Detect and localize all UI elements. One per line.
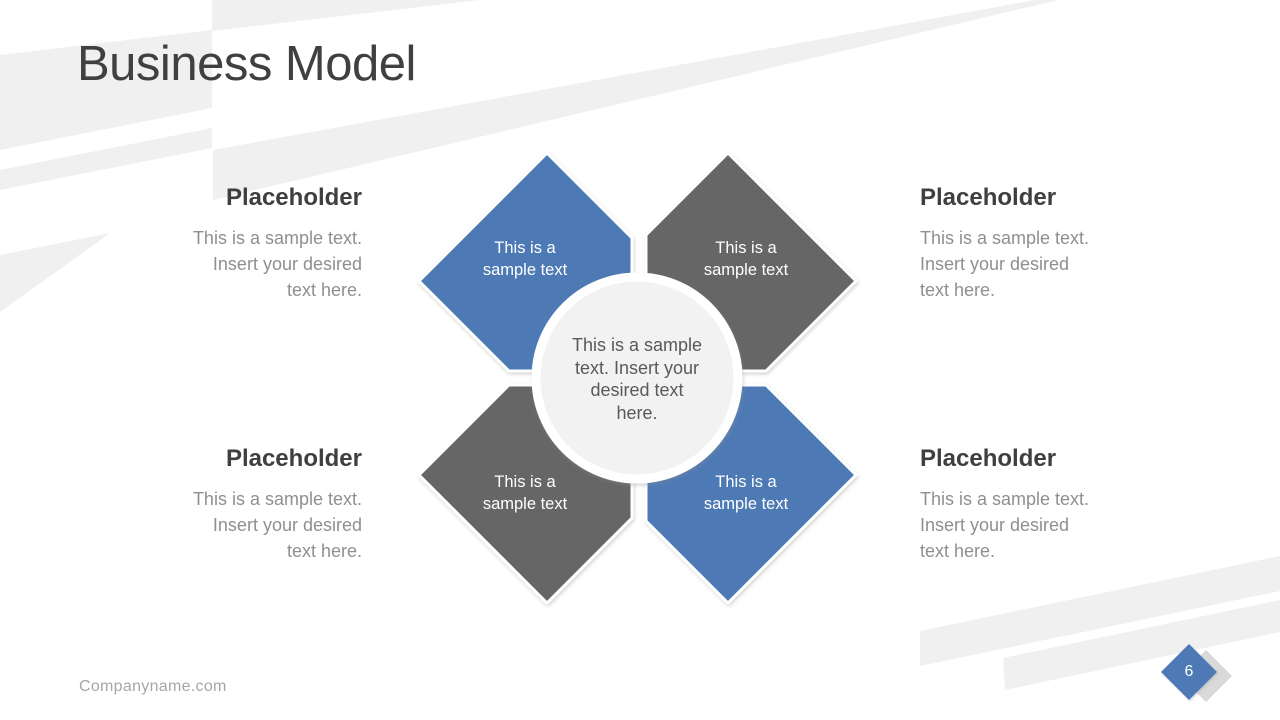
center-text-line: text. Insert your <box>574 357 700 378</box>
stripe-bottom-right-2 <box>1003 600 1280 690</box>
placeholder-body-line: text here. <box>920 541 996 561</box>
diamond-label-line: sample text <box>703 495 789 513</box>
diamond-label-line: sample text <box>482 261 568 279</box>
center-text-line: desired text <box>590 380 684 400</box>
diamond-label-top-right: This is a sample text <box>681 237 811 281</box>
placeholder-body-line: This is a sample text. <box>920 489 1090 509</box>
stripe-left-thin <box>0 128 212 190</box>
diamond-label-top-left: This is a sample text <box>460 237 590 281</box>
stripe-top-left-block <box>0 30 212 150</box>
stripe-diagonal-wide <box>213 0 1058 200</box>
placeholder-body-line: Insert your desired <box>212 515 362 535</box>
placeholder-body-line: Insert your desired <box>212 254 362 274</box>
center-circle <box>531 272 743 484</box>
slide-title: Business Model <box>77 37 416 91</box>
diamond-label-bottom-right: This is a sample text <box>681 471 811 515</box>
center-text-line: here. <box>616 402 658 423</box>
placeholder-body: This is a sample text. Insert your desir… <box>920 225 1152 303</box>
page-number: 6 <box>1184 663 1194 680</box>
diamond-label-line: This is a <box>715 473 777 491</box>
placeholder-body-line: Insert your desired <box>920 515 1070 535</box>
placeholder-body-line: This is a sample text. <box>192 489 362 509</box>
placeholder-heading: Placeholder <box>225 184 362 211</box>
placeholder-body-line: Insert your desired <box>920 254 1070 274</box>
stripe-bottom-right-1 <box>920 556 1280 666</box>
page-diamond <box>1161 644 1217 700</box>
placeholder-block-top-left: Placeholder This is a sample text. Inser… <box>130 183 362 303</box>
footer-company-name: Companyname.com <box>79 678 227 695</box>
placeholder-body: This is a sample text. Insert your desir… <box>130 486 362 564</box>
stripe-left-bottom-wedge <box>0 233 110 312</box>
diamond-label-line: This is a <box>715 239 777 257</box>
diamond-label-line: This is a <box>494 473 556 491</box>
placeholder-body-line: This is a sample text. <box>920 228 1090 248</box>
placeholder-body-line: text here. <box>920 280 996 300</box>
diamond-label-bottom-left: This is a sample text <box>460 471 590 515</box>
placeholder-block-top-right: Placeholder This is a sample text. Inser… <box>920 183 1152 303</box>
diamond-label-line: sample text <box>703 261 789 279</box>
center-circle-text: This is a sample text. Insert your desir… <box>552 334 722 424</box>
placeholder-body-line: text here. <box>286 541 362 561</box>
center-text-line: This is a sample <box>571 335 703 355</box>
page-number-marker <box>1161 644 1232 702</box>
placeholder-body: This is a sample text. Insert your desir… <box>920 486 1152 564</box>
placeholder-block-bottom-right: Placeholder This is a sample text. Inser… <box>920 444 1152 564</box>
stripe-top-left-wedge <box>212 0 480 31</box>
placeholder-heading: Placeholder <box>225 445 362 472</box>
placeholder-body: This is a sample text. Insert your desir… <box>130 225 362 303</box>
placeholder-heading: Placeholder <box>920 184 1057 211</box>
placeholder-heading: Placeholder <box>920 445 1057 472</box>
placeholder-block-bottom-left: Placeholder This is a sample text. Inser… <box>130 444 362 564</box>
placeholder-body-line: text here. <box>286 280 362 300</box>
diamond-label-line: sample text <box>482 495 568 513</box>
diamond-label-line: This is a <box>494 239 556 257</box>
background-stripes <box>0 0 1280 690</box>
placeholder-body-line: This is a sample text. <box>192 228 362 248</box>
